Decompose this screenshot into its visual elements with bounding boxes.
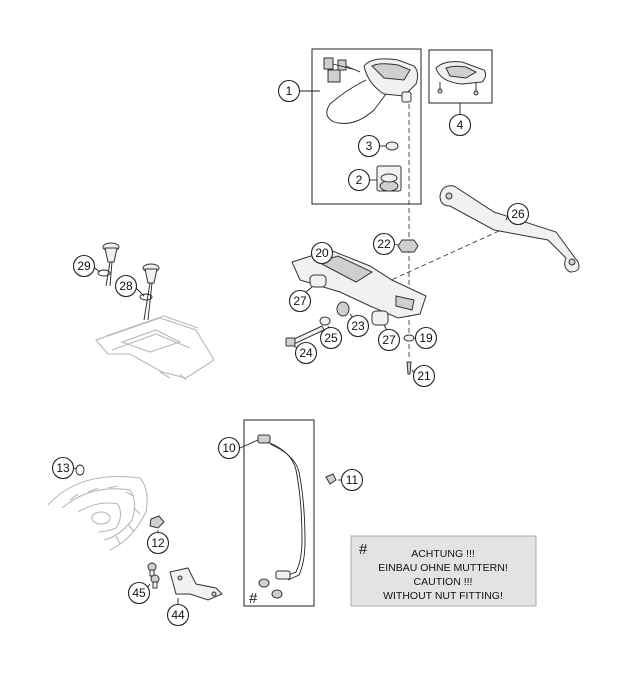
callout-13: 13	[51, 456, 75, 480]
callout-24: 24	[294, 341, 318, 365]
brake-disc-ghost	[47, 475, 148, 551]
screws-part-45	[147, 562, 160, 589]
callout-28: 28	[114, 274, 138, 298]
svg-text:26: 26	[511, 207, 525, 221]
callout-22: 22	[372, 232, 396, 256]
pin-part-28	[139, 263, 160, 321]
bracket-kit-part-4	[435, 61, 487, 96]
rubber-part-23	[336, 301, 350, 317]
svg-text:21: 21	[417, 369, 431, 383]
note-line-1: ACHTUNG !!!	[411, 548, 475, 560]
sensor-note-marker: #	[249, 590, 258, 607]
callout-12: 12	[146, 531, 170, 555]
callout-45: 45	[127, 581, 151, 605]
svg-text:23: 23	[351, 319, 365, 333]
callout-3: 3	[357, 134, 381, 158]
svg-text:4: 4	[457, 118, 464, 132]
leader-22	[394, 243, 399, 246]
svg-text:20: 20	[315, 246, 329, 260]
svg-text:10: 10	[222, 441, 236, 455]
callout-11: 11	[340, 468, 364, 492]
callout-2: 2	[347, 168, 371, 192]
svg-text:3: 3	[366, 139, 373, 153]
callout-27a: 27	[288, 289, 312, 313]
leader-10	[239, 439, 259, 449]
svg-text:1: 1	[286, 84, 293, 98]
callout-21: 21	[412, 364, 436, 388]
svg-text:19: 19	[419, 331, 433, 345]
leader-27a	[305, 286, 313, 293]
note-line-2: EINBAU OHNE MUTTERN!	[378, 562, 508, 574]
callout-19: 19	[414, 326, 438, 350]
cap-part-3	[385, 141, 399, 151]
bracket-part-44	[169, 567, 223, 601]
bushing-part-27-right	[371, 310, 389, 326]
svg-text:27: 27	[382, 333, 396, 347]
support-arm-part-26	[439, 185, 580, 273]
callout-1: 1	[277, 79, 301, 103]
sensor-group-frame	[243, 419, 315, 607]
svg-text:44: 44	[171, 608, 185, 622]
callout-23: 23	[346, 314, 370, 338]
note-box	[350, 535, 537, 607]
callout-26: 26	[506, 202, 530, 226]
svg-text:13: 13	[56, 461, 70, 475]
clip-part-11	[325, 473, 337, 485]
callout-27b: 27	[377, 328, 401, 352]
callout-10: 10	[217, 436, 241, 460]
callout-25: 25	[319, 326, 343, 350]
screw-part-21	[406, 361, 412, 375]
svg-text:11: 11	[346, 473, 359, 487]
speedometer-unit	[323, 57, 419, 124]
callout-29: 29	[72, 254, 96, 278]
svg-text:22: 22	[377, 237, 391, 251]
cover-part-2	[376, 165, 402, 192]
callout-44: 44	[166, 603, 190, 627]
sensor-cable-part-10	[257, 434, 306, 599]
ring-part-13	[75, 464, 85, 476]
leader-13	[73, 467, 77, 470]
svg-text:12: 12	[151, 536, 165, 550]
svg-text:24: 24	[299, 346, 313, 360]
bolt-part-24	[285, 325, 325, 347]
washer-part-19	[403, 334, 415, 342]
washer-part-25	[319, 316, 331, 326]
note-marker: #	[359, 541, 368, 558]
svg-text:27: 27	[293, 294, 307, 308]
svg-text:45: 45	[132, 586, 146, 600]
nut-part-12	[149, 515, 165, 529]
bushing-part-27-left	[309, 274, 327, 288]
speedometer-group-frame	[311, 48, 422, 205]
callout-20: 20	[310, 241, 334, 265]
note-line-3: CAUTION !!!	[414, 576, 473, 588]
svg-text:2: 2	[356, 173, 363, 187]
svg-text:25: 25	[324, 331, 338, 345]
svg-text:29: 29	[77, 259, 91, 273]
pin-part-29	[97, 242, 120, 287]
bracket-kit-frame	[428, 49, 493, 104]
note-line-4: WITHOUT NUT FITTING!	[383, 590, 503, 602]
clamp-ghost	[95, 315, 215, 381]
callout-4: 4	[448, 113, 472, 137]
svg-text:28: 28	[119, 279, 133, 293]
nut-part-22	[397, 239, 419, 253]
